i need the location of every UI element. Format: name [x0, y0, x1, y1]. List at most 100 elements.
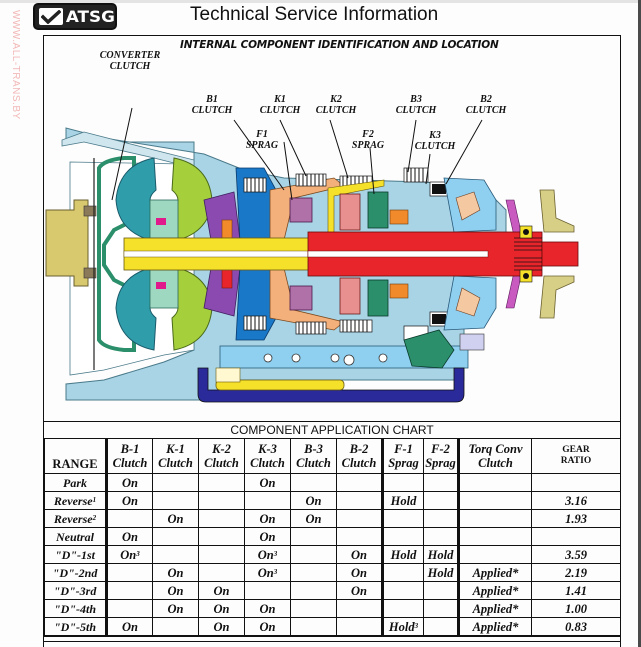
- table-cell: [381, 563, 424, 582]
- table-cell: On: [198, 617, 245, 636]
- range-label: Reverse: [53, 511, 93, 526]
- table-cell: On: [290, 491, 337, 510]
- table-cell: On: [244, 509, 291, 528]
- table-cell: On: [152, 581, 199, 600]
- column-header-top: B-2: [349, 442, 369, 456]
- cell-value: Hold: [390, 547, 417, 562]
- table-cell: [152, 527, 199, 546]
- label-line: CONVERTER: [99, 50, 161, 61]
- checkmark-icon: [39, 8, 63, 25]
- table-cell: Applied*: [457, 617, 532, 636]
- label-line: B2: [480, 94, 492, 105]
- table-cell: [457, 473, 532, 492]
- table-cell: [290, 617, 337, 636]
- cell-value: Hold: [390, 493, 417, 508]
- table-cell: [531, 473, 621, 492]
- column-header-top: K-2: [212, 442, 231, 456]
- column-header-top: K-1: [166, 442, 185, 456]
- cell-value: Hold: [388, 619, 415, 634]
- range-cell: "D"-3rd: [44, 581, 107, 600]
- table-cell: On: [152, 509, 199, 528]
- table-cell: Applied*: [457, 563, 532, 582]
- column-header-top: F-1: [394, 442, 413, 456]
- page-right-edge: [638, 0, 641, 647]
- cell-value: On: [259, 511, 276, 526]
- table-cell: On3: [244, 563, 291, 582]
- column-header-bottom: Sprag: [425, 456, 456, 470]
- cell-value: On: [167, 583, 184, 598]
- flexplate: [45, 199, 89, 287]
- table-cell: 3.59: [531, 545, 621, 564]
- table-cell: [457, 491, 532, 510]
- table-cell: [381, 581, 424, 600]
- column-header-bottom: Clutch: [341, 456, 377, 470]
- table-cell: Hold: [381, 491, 424, 510]
- table-cell: [336, 617, 383, 636]
- watermark: WWW.ALL-TRANS.BY: [10, 10, 21, 120]
- cell-value: Applied*: [472, 583, 519, 598]
- cell-value: On: [257, 547, 274, 562]
- table-cell: 1.93: [531, 509, 621, 528]
- cell-value: On: [259, 601, 276, 616]
- column-header-bottom: Clutch: [478, 456, 513, 470]
- table-cell: [198, 473, 245, 492]
- column-header-top: F-2: [431, 442, 450, 456]
- column-header-bottom: Clutch: [204, 456, 239, 470]
- footnote-mark: 3: [414, 621, 419, 630]
- table-cell: Applied*: [457, 581, 532, 600]
- label-f1-sprag: F1 SPRAG: [240, 129, 284, 151]
- table-cell: [290, 527, 337, 546]
- label-line: CLUTCH: [259, 105, 301, 116]
- cell-value: On: [257, 565, 274, 580]
- output-flange: [539, 189, 575, 233]
- column-header-bottom: Clutch: [112, 456, 148, 470]
- label-line: CLUTCH: [395, 105, 437, 116]
- page-top-edge: [0, 0, 641, 3]
- table-cell: On: [152, 599, 199, 618]
- table-cell: [381, 527, 424, 546]
- converter-impeller: [171, 157, 213, 239]
- table-cell: Hold: [423, 545, 459, 564]
- footnote-mark: 3: [136, 549, 140, 558]
- footnote-mark: 1: [92, 495, 97, 504]
- table-cell: On: [152, 563, 199, 582]
- table-cell: [423, 473, 459, 492]
- cell-value: On: [351, 547, 367, 562]
- table-cell: On: [290, 509, 337, 528]
- label-f2-sprag: F2 SPRAG: [346, 129, 390, 151]
- table-footer-line-2: [44, 641, 620, 642]
- table-cell: [457, 545, 532, 564]
- table-cell: [423, 617, 459, 636]
- cell-value: Applied*: [472, 619, 519, 634]
- logo-text: ATSG: [65, 7, 115, 26]
- table-cell: 1.41: [531, 581, 621, 600]
- label-line: SPRAG: [245, 140, 279, 151]
- table-cell: [531, 527, 621, 546]
- table-cell: [423, 491, 459, 510]
- range-cell: "D"-5th: [44, 617, 107, 636]
- table-cell: On: [105, 617, 153, 636]
- range-cell: "D"-2nd: [44, 563, 107, 582]
- cell-value: On: [351, 583, 367, 598]
- footnote-mark: 3: [273, 549, 278, 558]
- oil-pan: [197, 367, 465, 403]
- label-line: CLUTCH: [109, 61, 151, 72]
- table-cell: On: [105, 527, 153, 546]
- table-cell: [105, 563, 153, 582]
- column-header-top: B-3: [304, 442, 323, 456]
- cell-value: On: [305, 493, 322, 508]
- table-cell: [423, 599, 459, 618]
- label-line: F1: [256, 129, 268, 140]
- range-label: "D"-2nd: [52, 565, 98, 580]
- range-cell: "D"-1st: [44, 545, 107, 564]
- label-k1-clutch: K1 CLUTCH: [258, 94, 302, 116]
